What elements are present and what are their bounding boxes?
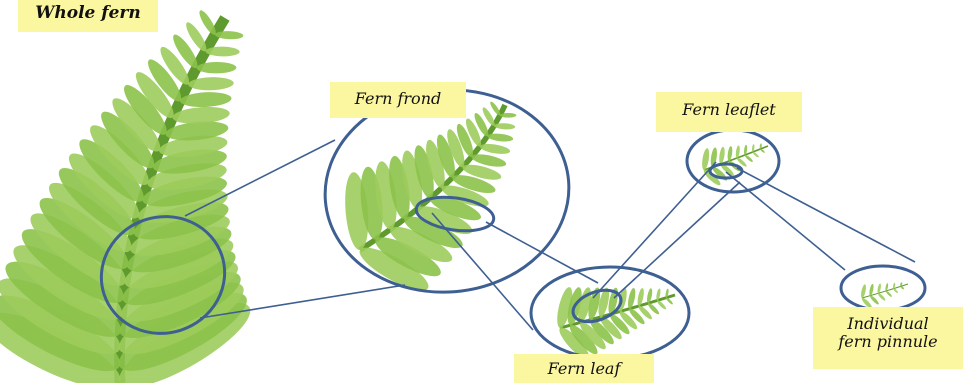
label-pinnule-line2: fern pinnule — [813, 333, 963, 351]
label-fern-leaflet: Fern leaflet — [656, 92, 802, 132]
fern-pinnule-image — [860, 282, 908, 309]
label-fern-leaf: Fern leaf — [514, 354, 654, 383]
zoom-connector-lines — [185, 140, 915, 330]
label-whole-fern: Whole fern — [18, 0, 158, 32]
pinnule-zoom-ellipse — [841, 266, 925, 310]
label-individual-fern-pinnule: Individual fern pinnule — [813, 307, 963, 369]
label-fern-frond: Fern frond — [330, 82, 466, 118]
leaflet-zoom-ellipse — [687, 130, 779, 192]
label-pinnule-line1: Individual — [813, 315, 963, 333]
